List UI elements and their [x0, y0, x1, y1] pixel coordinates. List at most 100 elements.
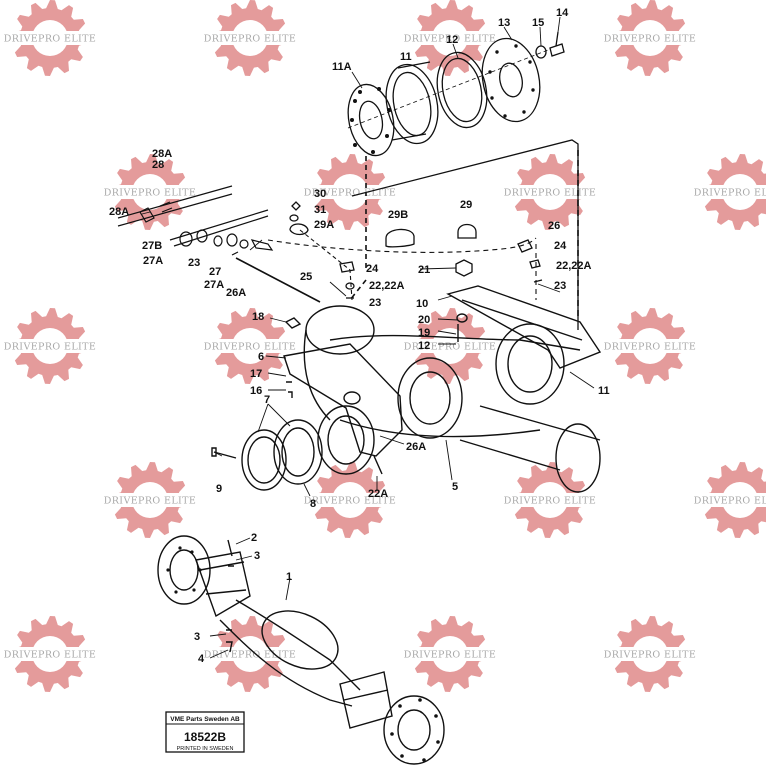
watermark-text: DRIVEPRO ELITE [404, 650, 497, 661]
stamp-number: 18522B [184, 730, 226, 744]
callout-11: 11 [400, 51, 412, 63]
watermark-text: DRIVEPRO ELITE [204, 342, 297, 353]
brake-drum-assembly [347, 31, 565, 157]
watermark-text: DRIVEPRO ELITE [304, 496, 397, 507]
watermark-text: DRIVEPRO ELITE [304, 188, 397, 199]
callout-1: 1 [286, 571, 292, 583]
watermark-text: DRIVEPRO ELITE [604, 650, 697, 661]
watermark-gear-icon: DRIVEPRO ELITE [104, 462, 197, 538]
callout-9: 9 [216, 483, 222, 495]
callout-23-right: 23 [554, 280, 566, 292]
watermark-gear-icon: DRIVEPRO ELITE [604, 616, 697, 692]
watermark-text: DRIVEPRO ELITE [4, 342, 97, 353]
callout-26: 26 [548, 220, 560, 232]
callout-23-mid: 23 [369, 297, 381, 309]
callout-7: 7 [264, 394, 270, 406]
callout-28: 28 [152, 159, 164, 171]
watermark-text: DRIVEPRO ELITE [404, 34, 497, 45]
axle-housing-upper [211, 285, 602, 493]
watermark-text: DRIVEPRO ELITE [104, 188, 197, 199]
callout-27b: 27B [142, 240, 162, 252]
watermark-gear-icon: DRIVEPRO ELITE [4, 0, 97, 76]
callout-28a: 28A [152, 148, 172, 160]
watermark-gear-icon: DRIVEPRO ELITE [694, 154, 766, 230]
callout-22-22a-left: 22,22A [369, 280, 405, 292]
watermark-gear-icon: DRIVEPRO ELITE [604, 308, 697, 384]
callout-5: 5 [452, 481, 458, 493]
callout-6: 6 [258, 351, 264, 363]
stamp-printed: PRINTED IN SWEDEN [177, 746, 234, 752]
watermark-gear-icon: DRIVEPRO ELITE [204, 616, 297, 692]
callout-16: 16 [250, 385, 262, 397]
watermark-gear-icon: DRIVEPRO ELITE [304, 462, 397, 538]
watermark-text: DRIVEPRO ELITE [694, 496, 766, 507]
callout-21: 21 [418, 264, 430, 276]
callout-12: 12 [446, 34, 458, 46]
watermark-text: DRIVEPRO ELITE [4, 34, 97, 45]
watermark-gear-icon: DRIVEPRO ELITE [304, 154, 397, 230]
callout-13: 13 [498, 17, 510, 29]
watermark-text: DRIVEPRO ELITE [204, 650, 297, 661]
watermark-gear-icon: DRIVEPRO ELITE [104, 154, 197, 230]
watermark-text: DRIVEPRO ELITE [694, 188, 766, 199]
callout-3-upper: 3 [254, 550, 260, 562]
axle-housing-lower [157, 535, 445, 765]
callout-14: 14 [556, 7, 569, 19]
watermark-text: DRIVEPRO ELITE [504, 496, 597, 507]
watermark-text: DRIVEPRO ELITE [604, 342, 697, 353]
callout-24-left: 24 [366, 263, 379, 275]
callout-8: 8 [310, 498, 316, 510]
callout-18: 18 [252, 311, 264, 323]
callout-11-right: 11 [598, 385, 610, 397]
watermark-gear-icon: DRIVEPRO ELITE [204, 308, 297, 384]
watermark-gear-icon: DRIVEPRO ELITE [504, 154, 597, 230]
watermark-text: DRIVEPRO ELITE [204, 34, 297, 45]
callout-29b: 29B [388, 209, 408, 221]
callout-2: 2 [251, 532, 257, 544]
watermark-layer: DRIVEPRO ELITE DRIVEPRO ELITE DRIVEPRO ELI… [4, 0, 766, 692]
left-brake-fittings [117, 185, 321, 303]
callout-23-left: 23 [188, 257, 200, 269]
watermark-gear-icon: DRIVEPRO ELITE [404, 308, 497, 384]
callout-27: 27 [209, 266, 221, 278]
callout-26a: 26A [226, 287, 246, 299]
callout-29a: 29A [314, 219, 334, 231]
callout-17: 17 [250, 368, 262, 380]
watermark-gear-icon: DRIVEPRO ELITE [204, 0, 297, 76]
callout-15: 15 [532, 17, 544, 29]
watermark-text: DRIVEPRO ELITE [604, 34, 697, 45]
callout-22-22a-right: 22,22A [556, 260, 592, 272]
callout-24-right: 24 [554, 240, 567, 252]
watermark-text: DRIVEPRO ELITE [4, 650, 97, 661]
catalog-stamp: VME Parts Sweden AB 18522B PRINTED IN SW… [165, 711, 245, 753]
callout-11a: 11A [332, 61, 352, 73]
callout-31: 31 [314, 204, 326, 216]
watermark-gear-icon: DRIVEPRO ELITE [604, 0, 697, 76]
callout-20: 20 [418, 314, 430, 326]
callout-leaders [141, 16, 595, 659]
callout-27a-2: 27A [204, 279, 224, 291]
watermark-text: DRIVEPRO ELITE [404, 342, 497, 353]
watermark-gear-icon: DRIVEPRO ELITE [404, 616, 497, 692]
callout-12-mid: 12 [418, 340, 430, 352]
callout-27a: 27A [143, 255, 163, 267]
stamp-company: VME Parts Sweden AB [170, 716, 240, 723]
watermark-text: DRIVEPRO ELITE [504, 188, 597, 199]
callout-4: 4 [198, 653, 205, 665]
brake-line-routing [267, 139, 579, 330]
watermark-text: DRIVEPRO ELITE [104, 496, 197, 507]
callout-labels: 14 15 13 12 11 11A 28A 28 28A 27B 27A 23… [109, 7, 610, 665]
watermark-gear-icon: DRIVEPRO ELITE [694, 462, 766, 538]
callout-30: 30 [314, 188, 326, 200]
callout-28a-2: 28A [109, 206, 129, 218]
callout-26a-2: 26A [406, 441, 426, 453]
watermark-gear-icon: DRIVEPRO ELITE [4, 616, 97, 692]
callout-10: 10 [416, 298, 428, 310]
callout-3-lower: 3 [194, 631, 200, 643]
watermark-gear-icon: DRIVEPRO ELITE [504, 462, 597, 538]
callout-19: 19 [418, 327, 430, 339]
clips-and-brackets [289, 201, 543, 299]
watermark-gear-icon: DRIVEPRO ELITE [4, 308, 97, 384]
